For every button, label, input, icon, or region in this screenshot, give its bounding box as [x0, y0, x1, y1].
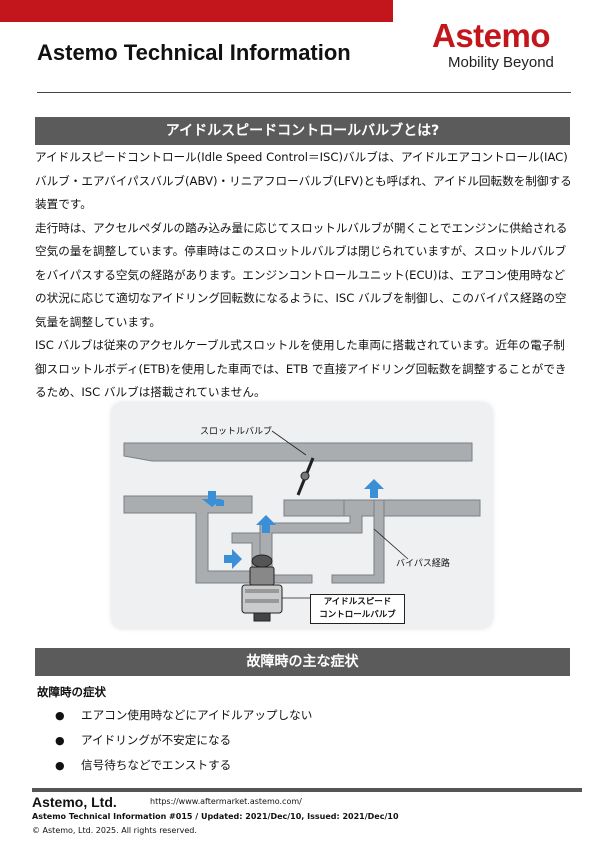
- bullet-icon: ●: [55, 709, 65, 722]
- throttle-upper-wall: [123, 442, 473, 462]
- diagram-illustration: [123, 430, 481, 622]
- throttle-lower-wall-right: [383, 499, 481, 517]
- footer-divider: [32, 788, 582, 792]
- footer-document-info: Astemo Technical Information #015 / Upda…: [32, 812, 399, 821]
- isc-valve-diagram: [112, 403, 492, 628]
- list-item: ● 信号待ちなどでエンストする: [55, 753, 312, 778]
- label-isc-valve-line1: アイドルスピード: [323, 597, 392, 607]
- footer-copyright: © Astemo, Ltd. 2025. All rights reserved…: [32, 826, 197, 835]
- throttle-lower-wall-mid: [283, 499, 345, 517]
- label-throttle-valve: スロットルバルブ: [200, 427, 273, 437]
- section-heading-symptoms: 故障時の主な症状: [35, 648, 570, 676]
- paragraph-application: ISC バルブは従来のアクセルケーブル式スロットルを使用した車両に搭載されていま…: [35, 338, 567, 399]
- intro-text: アイドルスピードコントロール(Idle Speed Control＝ISC)バル…: [35, 146, 573, 405]
- label-isc-valve-line2: コントロールバルブ: [319, 610, 396, 620]
- top-accent-bar: [0, 0, 393, 22]
- section-heading-what-is: アイドルスピードコントロールバルブとは?: [35, 117, 570, 145]
- bypass-passage-wall-right: [331, 499, 385, 584]
- label-isc-valve: アイドルスピード コントロールバルブ: [310, 594, 405, 624]
- label-bypass-passage: バイパス経路: [396, 559, 450, 569]
- bullet-icon: ●: [55, 759, 65, 772]
- list-item: ● アイドリングが不安定になる: [55, 728, 312, 753]
- symptom-text: エアコン使用時などにアイドルアップしない: [81, 708, 313, 722]
- airflow-arrows: [202, 479, 384, 569]
- symptom-text: アイドリングが不安定になる: [81, 733, 232, 747]
- symptom-list: ● エアコン使用時などにアイドルアップしない ● アイドリングが不安定になる ● 信号…: [55, 703, 312, 778]
- paragraph-definition: アイドルスピードコントロール(Idle Speed Control＝ISC)バル…: [35, 150, 572, 211]
- isc-valve-body: [241, 554, 283, 622]
- brand-name: Astemo: [432, 17, 551, 54]
- throttle-valve-shaft: [300, 471, 310, 481]
- paragraph-operation: 走行時は、アクセルペダルの踏み込み量に応じてスロットルバルブが開くことでエンジン…: [35, 220, 568, 329]
- brand-tagline: Mobility Beyond: [448, 54, 554, 71]
- symptom-text: 信号待ちなどでエンストする: [81, 758, 232, 772]
- symptoms-subheading: 故障時の症状: [37, 685, 106, 699]
- footer-company: Astemo, Ltd.: [32, 794, 117, 810]
- document-title: Astemo Technical Information: [37, 40, 351, 65]
- header-divider: [37, 92, 571, 93]
- brand-logo: Astemo Mobility Beyond: [432, 18, 597, 80]
- bullet-icon: ●: [55, 734, 65, 747]
- list-item: ● エアコン使用時などにアイドルアップしない: [55, 703, 312, 728]
- footer-url-link[interactable]: https://www.aftermarket.astemo.com/: [150, 797, 302, 806]
